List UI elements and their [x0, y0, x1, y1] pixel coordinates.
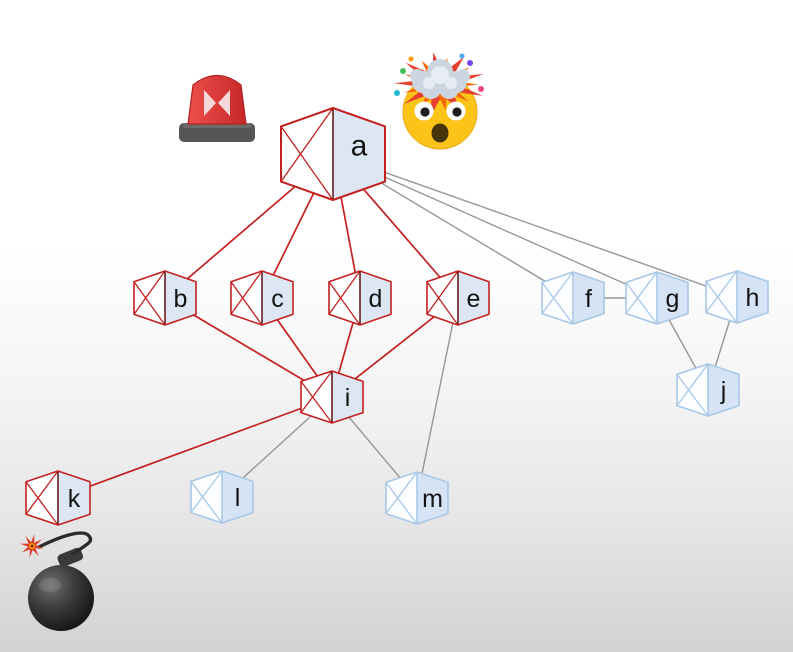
edge-a-h	[332, 153, 738, 298]
node-label: l	[235, 484, 241, 512]
node-label: g	[666, 285, 680, 313]
node-x-line	[190, 470, 223, 513]
node-right-face	[332, 371, 363, 423]
node-x-line	[230, 270, 263, 315]
node-right-face	[657, 272, 688, 324]
node-x-line	[328, 281, 361, 326]
node-b[interactable]: b	[133, 270, 197, 326]
node-right-face	[573, 272, 604, 324]
node-outline	[280, 107, 386, 201]
node-label: m	[422, 485, 443, 513]
node-x-line	[25, 481, 59, 526]
node-j[interactable]: j	[676, 363, 740, 417]
node-right-face	[333, 108, 385, 200]
exploding-head-emoji	[394, 52, 484, 150]
node-label: a	[351, 130, 368, 163]
node-outline	[541, 271, 605, 325]
bomb-emoji	[20, 531, 94, 631]
node-outline	[328, 270, 392, 326]
node-x-line	[426, 270, 459, 315]
node-outline	[426, 270, 490, 326]
edge-e-m	[416, 297, 459, 499]
node-l[interactable]: l	[190, 470, 254, 524]
node-x-line	[300, 370, 333, 413]
node-x-line	[280, 126, 334, 201]
node-label: c	[271, 285, 284, 313]
node-right-face	[165, 271, 196, 325]
node-f[interactable]: f	[541, 271, 605, 325]
node-right-face	[708, 364, 739, 416]
node-label: e	[467, 285, 481, 313]
node-h[interactable]: h	[705, 270, 769, 324]
node-x-line	[190, 481, 223, 524]
node-x-line	[705, 281, 738, 324]
node-label: f	[585, 285, 592, 313]
node-right-face	[458, 271, 489, 325]
node-outline	[25, 470, 91, 526]
node-a[interactable]: a	[280, 107, 386, 201]
node-x-line	[676, 363, 709, 406]
node-right-face	[360, 271, 391, 325]
edge-i-k	[57, 396, 333, 499]
edge-a-g	[332, 153, 658, 299]
node-x-line	[676, 374, 709, 417]
node-x-line	[280, 107, 334, 182]
node-x-line	[328, 270, 361, 315]
node-x-line	[133, 281, 166, 326]
node-label: d	[369, 285, 383, 313]
node-label: j	[720, 377, 727, 405]
node-outline	[190, 470, 254, 524]
siren-emoji	[179, 74, 255, 142]
node-outline	[133, 270, 197, 326]
node-outline	[705, 270, 769, 324]
node-x-line	[426, 281, 459, 326]
node-x-line	[133, 270, 166, 315]
node-label: b	[174, 285, 188, 313]
node-e[interactable]: e	[426, 270, 490, 326]
node-outline	[230, 270, 294, 326]
node-m[interactable]: m	[385, 471, 449, 525]
node-x-line	[705, 270, 738, 313]
node-right-face	[222, 471, 253, 523]
node-right-face	[58, 471, 90, 525]
node-x-line	[625, 282, 658, 325]
node-x-line	[541, 271, 574, 314]
node-g[interactable]: g	[625, 271, 689, 325]
node-x-line	[625, 271, 658, 314]
node-outline	[300, 370, 364, 424]
node-label: k	[68, 485, 81, 513]
node-right-face	[417, 472, 448, 524]
node-right-face	[262, 271, 293, 325]
node-x-line	[541, 282, 574, 325]
node-x-line	[385, 482, 418, 525]
node-c[interactable]: c	[230, 270, 294, 326]
node-d[interactable]: d	[328, 270, 392, 326]
node-x-line	[25, 470, 59, 515]
node-x-line	[385, 471, 418, 514]
node-x-line	[230, 281, 263, 326]
node-outline	[625, 271, 689, 325]
node-label: i	[345, 384, 351, 412]
node-label: h	[746, 284, 760, 312]
node-x-line	[300, 381, 333, 424]
node-i[interactable]: i	[300, 370, 364, 424]
node-right-face	[737, 271, 768, 323]
node-outline	[385, 471, 449, 525]
node-outline	[676, 363, 740, 417]
node-k[interactable]: k	[25, 470, 91, 526]
